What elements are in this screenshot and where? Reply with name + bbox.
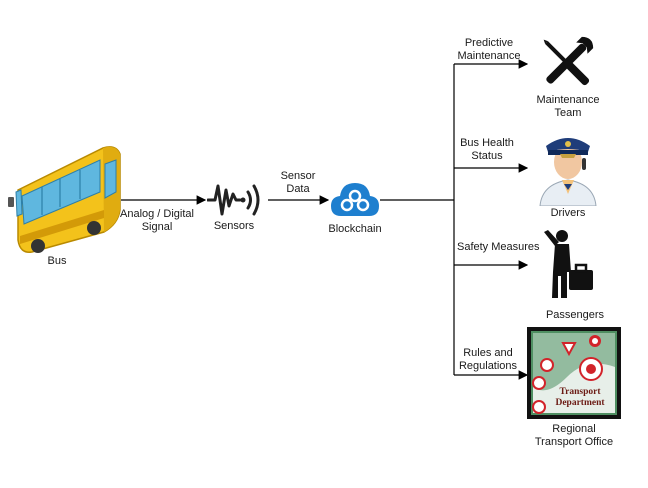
rto-label: Regional Transport Office <box>522 423 626 449</box>
edge-label-rules-regulations-line1: Rules and <box>463 347 513 359</box>
transport-department-emblem <box>531 331 617 415</box>
bus-icon <box>8 146 121 253</box>
edge-label-predictive-maintenance-line2: Maintenance <box>457 50 521 62</box>
edge-label-predictive-maintenance: Predictive Maintenance <box>455 37 523 63</box>
drivers-label: Drivers <box>550 207 586 219</box>
rto-label-line2: Transport Office <box>534 436 614 448</box>
maintenance-team-label: Maintenance Team <box>528 94 608 120</box>
sensor-wave-icon <box>207 184 260 216</box>
edge-label-bus-health-status: Bus Health Status <box>455 137 519 163</box>
maintenance-team-label-line2: Team <box>554 107 582 119</box>
edge-label-rules-regulations-line2: Regulations <box>458 360 518 372</box>
edge-label-analog-digital-line1: Analog / Digital <box>120 208 194 220</box>
transport-department-text-line1: Transport <box>559 387 601 397</box>
maintenance-team-label-line1: Maintenance <box>536 94 600 106</box>
blockchain-label: Blockchain <box>328 223 382 235</box>
blockchain-cloud-icon <box>331 183 379 216</box>
rto-label-line1: Regional <box>552 423 596 435</box>
sensors-label: Sensors <box>213 220 255 232</box>
edge-label-sensor-data: Sensor Data <box>268 170 328 196</box>
wrench-screwdriver-icon <box>543 36 594 86</box>
driver-avatar-icon <box>539 138 597 206</box>
passenger-icon <box>544 230 593 298</box>
passengers-label: Passengers <box>545 309 605 321</box>
transport-department-logo: Transport Department <box>527 327 621 419</box>
edge-label-analog-digital-line2: Signal <box>141 221 173 233</box>
transport-department-text-line2: Department <box>555 398 605 408</box>
edge-label-sensor-data-line1: Sensor <box>280 170 316 182</box>
edge-label-analog-digital: Analog / Digital Signal <box>112 208 202 234</box>
edge-label-sensor-data-line2: Data <box>286 183 310 195</box>
edge-label-rules-regulations: Rules and Regulations <box>455 347 521 373</box>
transport-department-text: Transport Department <box>545 387 615 409</box>
edge-label-predictive-maintenance-line1: Predictive <box>464 37 514 49</box>
edge-label-bus-health-status-line2: Status <box>471 150 503 162</box>
bus-label: Bus <box>47 255 67 267</box>
edge-label-safety-measures: Safety Measures <box>457 241 540 253</box>
edge-label-bus-health-status-line1: Bus Health <box>460 137 514 149</box>
